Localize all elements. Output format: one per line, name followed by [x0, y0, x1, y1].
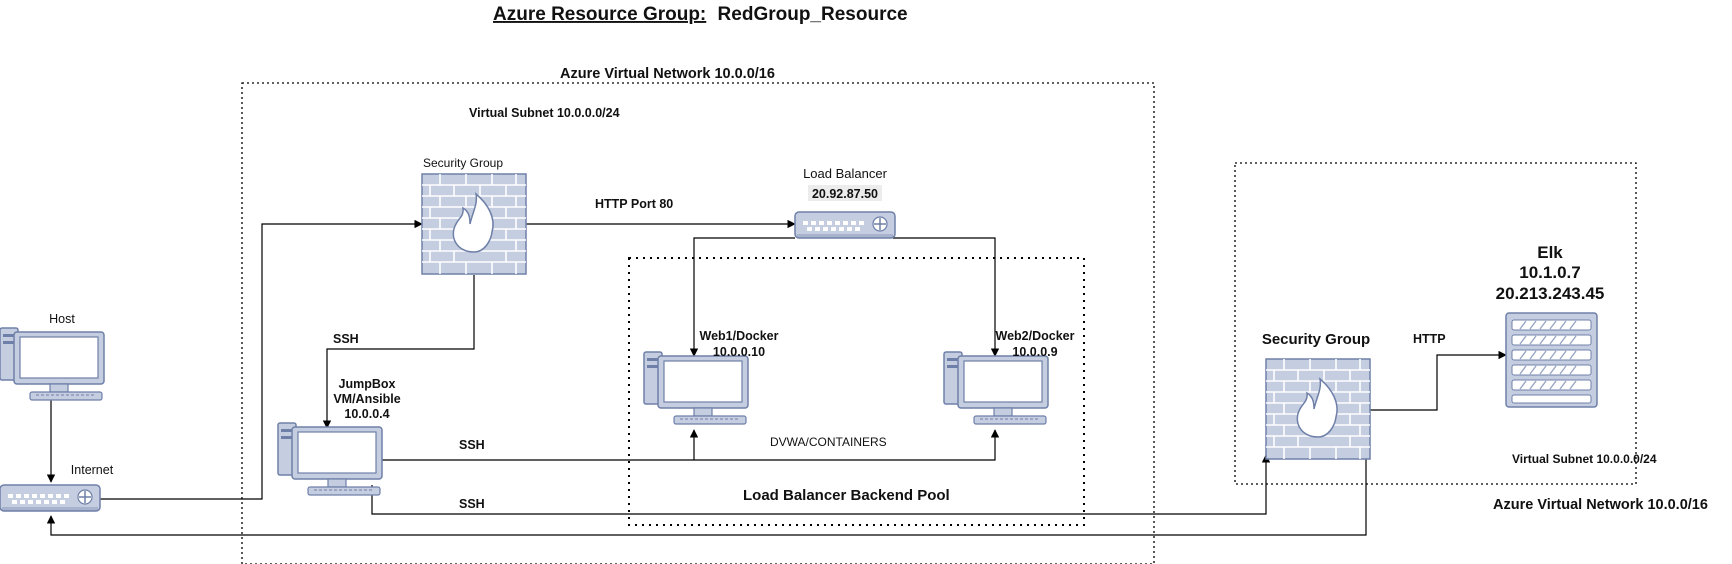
vnet-main-label: Azure Virtual Network 10.0.0/16 [560, 66, 775, 82]
security-group-elk-node: Security Group [1262, 331, 1371, 460]
load-balancer-label: Load Balancer [803, 166, 888, 181]
edge-lb-web2 [893, 237, 1000, 357]
elk-node: Elk 10.1.0.7 20.213.243.45 [1496, 243, 1605, 408]
router-icon [0, 484, 101, 512]
subnet-main-label: Virtual Subnet 10.0.0.0/24 [469, 106, 620, 120]
edge-label-ssh-elk: SSH [459, 497, 485, 511]
edge-internet-sg [100, 219, 423, 500]
web1-line1: Web1/Docker [700, 329, 779, 343]
vnet-elk-region [1234, 162, 1637, 485]
edge-jumpbox-sgelk [371, 454, 1271, 515]
firewall-icon [421, 173, 527, 275]
host-node: Host [0, 312, 105, 401]
computer-icon [643, 351, 749, 425]
containers-label: DVWA/CONTAINERS [770, 435, 887, 449]
security-group-main-node: Security Group [421, 156, 527, 275]
firewall-icon [1265, 358, 1371, 460]
jumpbox-node: JumpBox VM/Ansible 10.0.0.4 [277, 377, 401, 496]
vnet-main-region [241, 82, 1155, 564]
web2-line1: Web2/Docker [996, 329, 1075, 343]
host-label: Host [49, 312, 75, 326]
jumpbox-line1: JumpBox [339, 377, 396, 391]
edge-sgelk-internet [46, 455, 1367, 536]
elk-line1: Elk [1537, 243, 1563, 262]
elk-line3: 20.213.243.45 [1496, 284, 1605, 303]
backend-pool-label: Load Balancer Backend Pool [743, 487, 950, 504]
computer-icon [943, 351, 1049, 425]
edge-jumpbox-web2 [380, 429, 1000, 461]
web2-line2: 10.0.0.9 [1012, 345, 1057, 359]
edge-label-ssh-sg: SSH [333, 332, 359, 346]
jumpbox-line2: VM/Ansible [333, 392, 400, 406]
diagram-title: Azure Resource Group: RedGroup_Resource [493, 4, 908, 25]
computer-icon [0, 327, 105, 401]
computer-icon [277, 422, 383, 496]
load-balancer-ip-bg [808, 185, 882, 201]
security-group-elk-label: Security Group [1262, 331, 1370, 348]
title-name: RedGroup_Resource [718, 4, 908, 25]
edge-label-ssh-web: SSH [459, 438, 485, 452]
edge-lb-web1 [689, 237, 795, 357]
internet-node: Internet [0, 463, 114, 512]
web1-line2: 10.0.0.10 [713, 345, 765, 359]
load-balancer-icon [794, 211, 896, 239]
internet-label: Internet [71, 463, 114, 477]
web1-node: Web1/Docker 10.0.0.10 [643, 329, 779, 425]
security-group-main-label: Security Group [423, 156, 503, 170]
edge-sg-jumpbox [322, 275, 475, 429]
backend-pool-region [628, 257, 1085, 526]
edge-sgelk-elk [1366, 350, 1507, 411]
title-prefix: Azure Resource Group: [493, 4, 706, 25]
edge-label-http-elk: HTTP [1413, 332, 1446, 346]
vnet-elk-label: Azure Virtual Network 10.0.0/16 [1493, 497, 1708, 513]
subnet-elk-label: Virtual Subnet 10.0.0.0/24 [1512, 452, 1657, 466]
load-balancer-node: Load Balancer 20.92.87.50 [794, 166, 896, 239]
edge-label-http-port: HTTP Port 80 [595, 197, 673, 211]
web2-node: Web2/Docker 10.0.0.9 [943, 329, 1075, 425]
jumpbox-line3: 10.0.0.4 [344, 407, 389, 421]
elk-line2: 10.1.0.7 [1519, 263, 1580, 282]
server-icon [1505, 312, 1598, 408]
load-balancer-ip: 20.92.87.50 [812, 187, 878, 201]
